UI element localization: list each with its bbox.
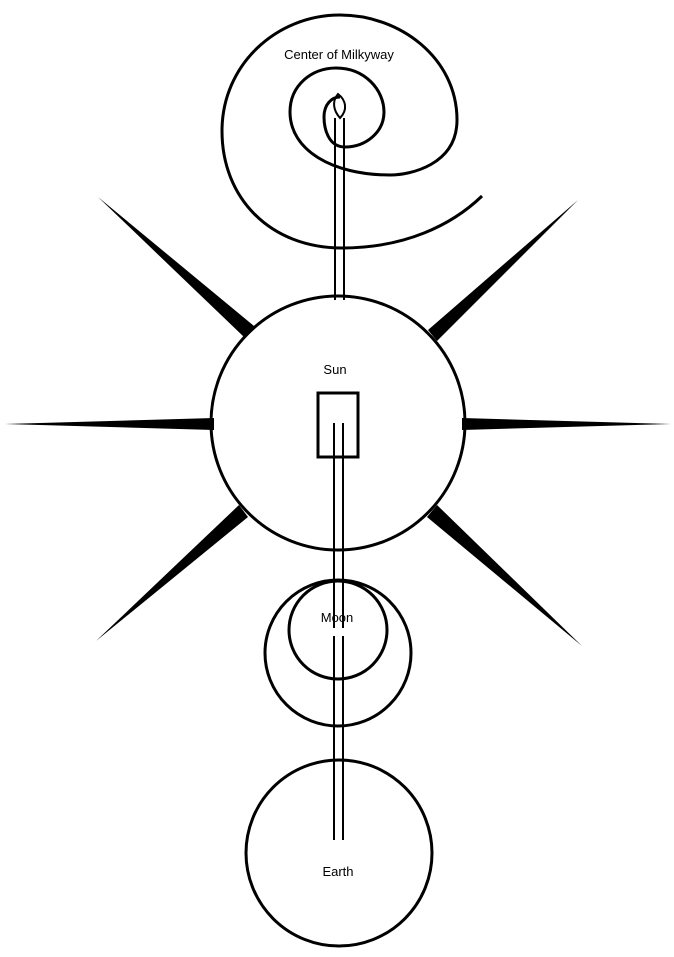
moon-earth-connector [334,636,343,840]
sun-circle [211,296,465,550]
ray-left [5,418,214,430]
ray-upper-left [98,197,254,337]
ray-lower-left [96,505,248,641]
galaxy-label: Center of Milkyway [284,47,394,62]
moon-inner-orbit [289,581,387,679]
sun-moon-connector [334,423,343,628]
earth-circle [246,760,432,946]
ray-right [462,418,671,430]
ray-lower-right [427,505,582,646]
earth-label: Earth [322,864,353,879]
sun-core-box [318,393,358,457]
sun-label: Sun [323,362,346,377]
moon-outer-orbit [265,580,411,726]
moon-label: Moon [321,610,354,625]
